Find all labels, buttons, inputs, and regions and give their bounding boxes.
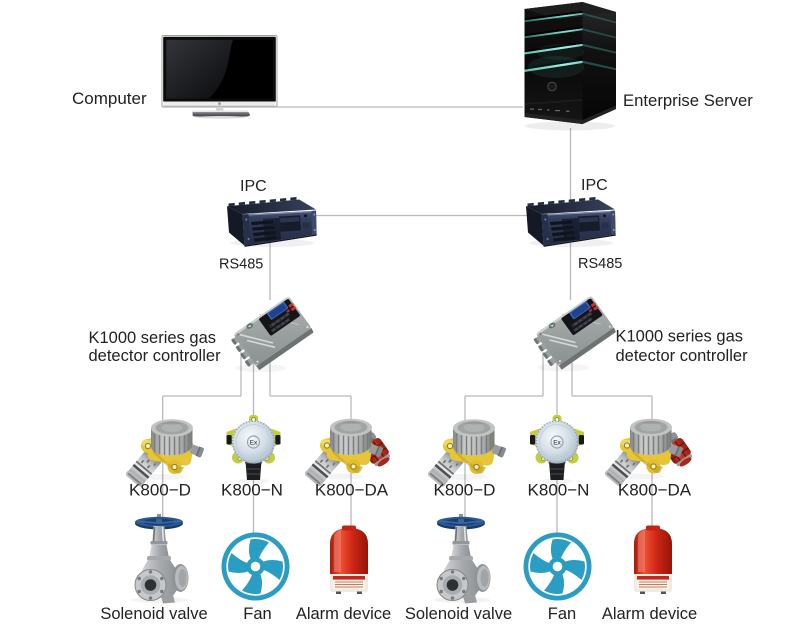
svg-text:K1000 series gas: K1000 series gas — [616, 328, 744, 346]
svg-text:Fan: Fan — [243, 605, 271, 623]
svg-text:K800−D: K800−D — [129, 481, 191, 500]
svg-text:detector controller: detector controller — [616, 347, 749, 365]
svg-text:K800−DA: K800−DA — [618, 481, 692, 500]
svg-text:K1000 series gas: K1000 series gas — [89, 329, 217, 347]
svg-text:K800−N: K800−N — [221, 481, 283, 500]
svg-text:IPC: IPC — [240, 178, 267, 195]
svg-text:detector controller: detector controller — [89, 347, 222, 365]
svg-text:hp: hp — [549, 85, 556, 91]
svg-text:Solenoid valve: Solenoid valve — [405, 605, 512, 623]
svg-text:K800−D: K800−D — [434, 481, 496, 500]
svg-text:RS485: RS485 — [219, 257, 263, 273]
svg-text:K800−N: K800−N — [528, 481, 590, 500]
svg-text:RS485: RS485 — [578, 256, 622, 272]
svg-text:Fan: Fan — [548, 605, 576, 623]
svg-text:IPC: IPC — [581, 177, 608, 194]
svg-text:K800−DA: K800−DA — [315, 481, 389, 500]
svg-text:Enterprise Server: Enterprise Server — [623, 91, 753, 110]
svg-text:Solenoid valve: Solenoid valve — [100, 605, 207, 623]
svg-text:Alarm device: Alarm device — [602, 605, 697, 623]
svg-text:Computer: Computer — [72, 89, 147, 108]
svg-text:Alarm device: Alarm device — [296, 605, 391, 623]
